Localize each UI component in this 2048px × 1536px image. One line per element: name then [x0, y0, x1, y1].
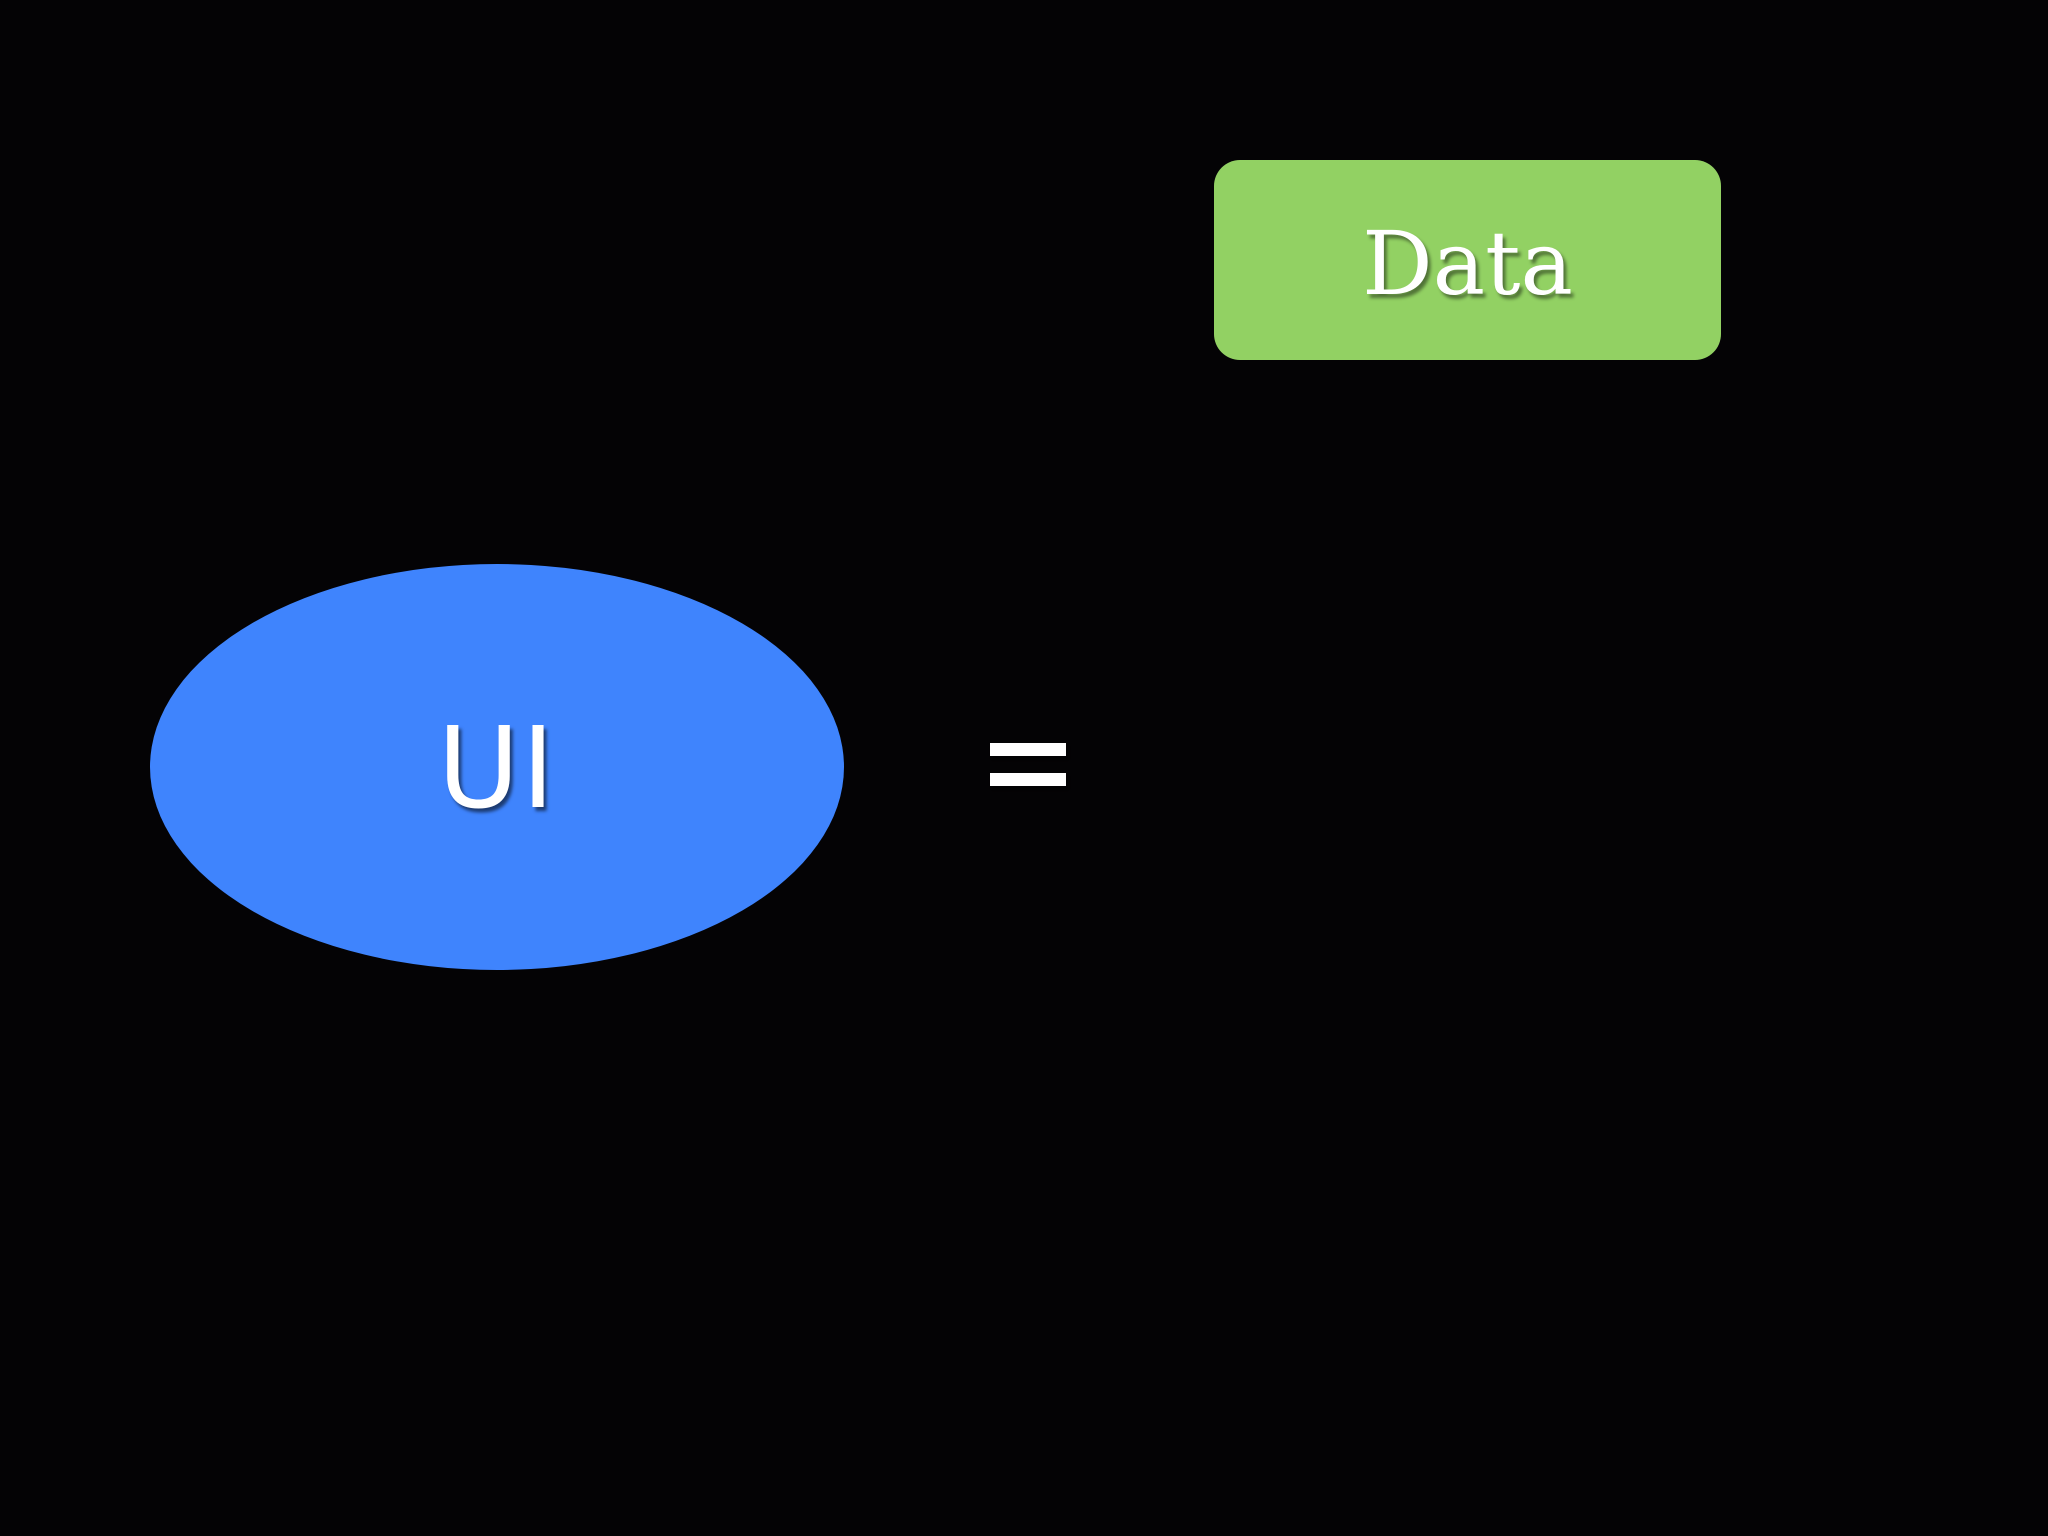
equals-bottom-bar	[990, 773, 1066, 786]
ui-node-label: UI	[437, 704, 557, 834]
equals-operator	[990, 728, 1066, 790]
equals-top-bar	[990, 743, 1066, 756]
data-node: Data	[1214, 160, 1721, 360]
ui-node: UI	[150, 564, 844, 970]
data-node-label: Data	[1362, 212, 1573, 315]
